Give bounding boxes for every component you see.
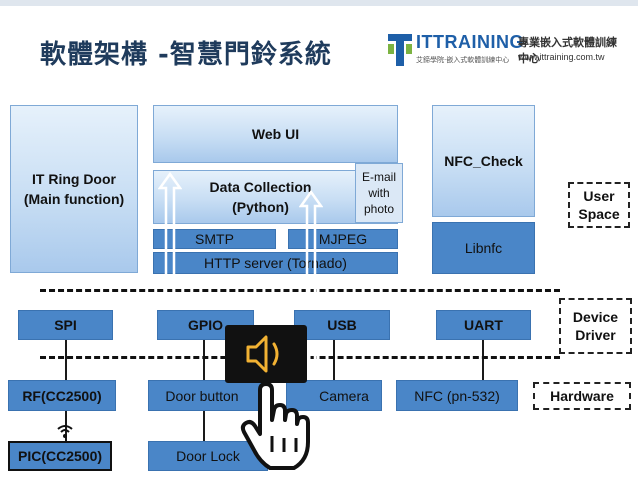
nfc-check-block: NFC_Check xyxy=(432,105,535,217)
door-lock-block: Door Lock xyxy=(148,441,268,471)
camera-block: Camera xyxy=(286,380,382,411)
logo-text: ITTRAINING xyxy=(416,32,524,52)
uart-block: UART xyxy=(436,310,531,340)
door-button-block: Door button xyxy=(148,380,268,411)
logo-url: www.ittraining.com.tw xyxy=(518,52,605,62)
rf-cc2500-block: RF(CC2500) xyxy=(8,380,116,411)
it-ring-door-block: IT Ring Door (Main function) xyxy=(10,105,138,273)
user-space-separator xyxy=(40,289,560,292)
user-space-label: User Space xyxy=(568,182,630,228)
connector-button-lock xyxy=(203,411,205,441)
slide-top-band xyxy=(0,0,638,6)
hand-pointer-icon xyxy=(240,382,310,470)
page-title: 軟體架構 -智慧門鈴系統 xyxy=(40,40,332,70)
speaker-icon[interactable] xyxy=(224,324,308,384)
logo-mark-icon xyxy=(388,34,412,66)
spi-block: SPI xyxy=(18,310,113,340)
arrow-gpio-to-data-collection xyxy=(158,172,182,402)
hardware-label: Hardware xyxy=(533,382,631,410)
wifi-icon xyxy=(57,425,73,438)
logo-chinese-text: 專業嵌入式軟體訓練中心 xyxy=(518,36,617,65)
logo-subtext: 艾鍗學院‧嵌入式軟體訓練中心 xyxy=(416,56,510,64)
usb-block: USB xyxy=(294,310,390,340)
libnfc-block: Libnfc xyxy=(432,222,535,274)
nfc-pn532-block: NFC (pn-532) xyxy=(396,380,518,411)
connector-gpio-button xyxy=(203,340,205,380)
connector-uart-nfc xyxy=(482,340,484,380)
http-server-block: HTTP server (Tornado) xyxy=(153,252,398,274)
web-ui-block: Web UI xyxy=(153,105,398,163)
ittraining-logo: ITTRAINING 專業嵌入式軟體訓練中心 艾鍗學院‧嵌入式軟體訓練中心 ww… xyxy=(386,32,622,70)
connector-spi-rf xyxy=(65,340,67,380)
smtp-block: SMTP xyxy=(153,229,276,249)
device-driver-label: Device Driver xyxy=(559,298,632,354)
email-photo-note: E-mail with photo xyxy=(355,163,403,223)
pic-cc2500-block: PIC(CC2500) xyxy=(8,441,112,471)
connector-usb-camera xyxy=(333,340,335,380)
